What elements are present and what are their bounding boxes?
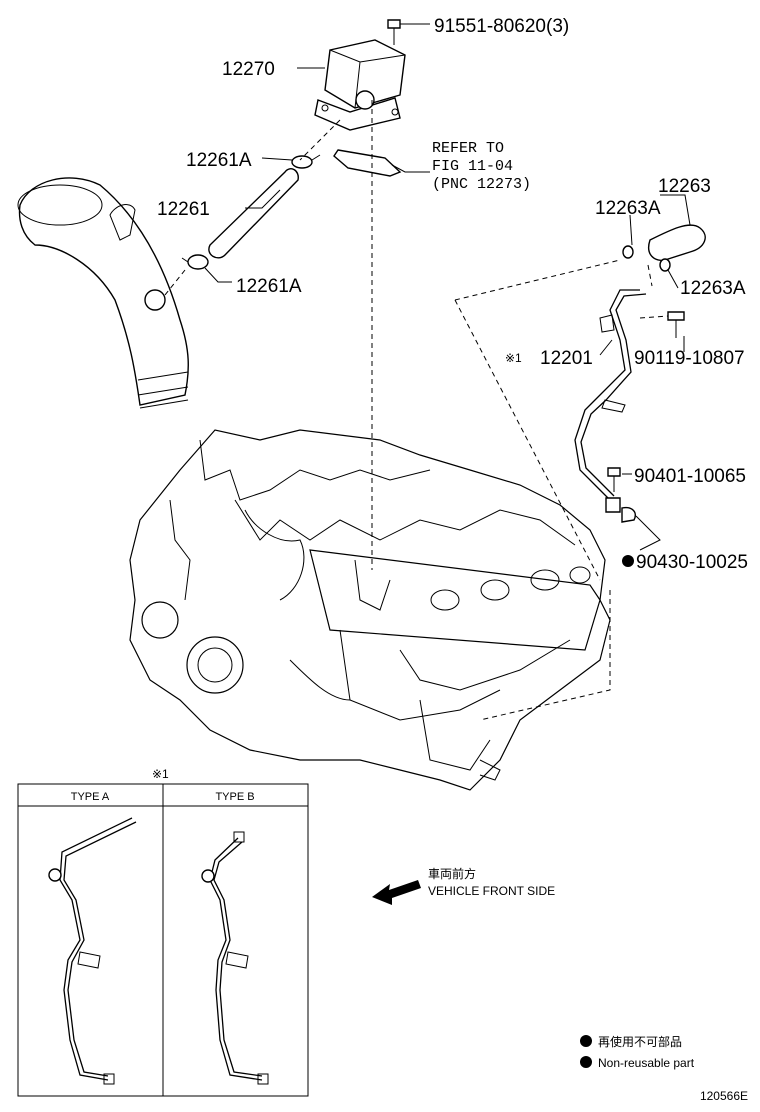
- front-direction-arrow-icon: [372, 880, 421, 905]
- leader-lines: [204, 23, 691, 551]
- callout-bolt-top: 91551-80620(3): [434, 16, 569, 37]
- callout-vsv: 12270: [222, 59, 275, 80]
- inset-mark: ※1: [152, 767, 169, 781]
- inset-type-a-label: TYPE A: [71, 791, 110, 803]
- callout-clamp-right-top: 12263A: [595, 198, 661, 219]
- vsv-assembly: [314, 19, 406, 131]
- legend-bullet-icon-2: [580, 1056, 592, 1068]
- callout-pipe: 12201: [540, 348, 593, 369]
- legend-label-jp: 再使用不可部品: [598, 1034, 682, 1049]
- dashed-line-h: [647, 264, 653, 287]
- type-a-pipe: [48, 817, 137, 1085]
- gasket: [333, 149, 402, 177]
- legend-bullet-icon: [580, 1035, 592, 1047]
- callout-refer-line2: FIG 11-04: [432, 158, 513, 175]
- inset-box: [17, 783, 309, 1097]
- callout-bolt-lower: 90401-10065: [634, 466, 746, 487]
- intake-duct: [17, 177, 189, 409]
- callout-clamp-lower: 12261A: [236, 276, 302, 297]
- callout-hose: 12261: [157, 199, 210, 220]
- callout-bolt-pipe: 90119-10807: [634, 348, 745, 369]
- inset-type-b-label: TYPE B: [215, 791, 254, 803]
- dashed-line-b: [299, 119, 341, 161]
- callout-refer-line1: REFER TO: [432, 140, 504, 157]
- dashed-line-d: [454, 259, 621, 301]
- engine-assembly: [129, 429, 611, 791]
- direction-label-jp: 車両前方: [428, 866, 476, 881]
- dashed-line-e: [454, 299, 601, 581]
- figure-id: 120566E: [700, 1089, 748, 1103]
- callout-hose-right: 12263: [658, 176, 711, 197]
- hose-12263: [622, 224, 706, 272]
- callout-clamp-upper: 12261A: [186, 150, 252, 171]
- dashed-line-g: [639, 315, 669, 319]
- callout-clamp-right-bottom: 12263A: [680, 278, 746, 299]
- callout-refer-line3: (PNC 12273): [432, 176, 531, 193]
- hose-12261: [181, 154, 321, 270]
- type-b-pipe: [201, 831, 269, 1085]
- non-reusable-marker-icon: [622, 555, 634, 567]
- pipe-12201: [574, 289, 685, 523]
- direction-label-en: VEHICLE FRONT SIDE: [428, 884, 555, 898]
- callout-gasket-nonreuse: 90430-10025: [636, 552, 748, 573]
- callout-note-mark: ※1: [505, 351, 522, 365]
- dashed-line-f: [479, 590, 611, 721]
- legend-label-en: Non-reusable part: [598, 1056, 695, 1070]
